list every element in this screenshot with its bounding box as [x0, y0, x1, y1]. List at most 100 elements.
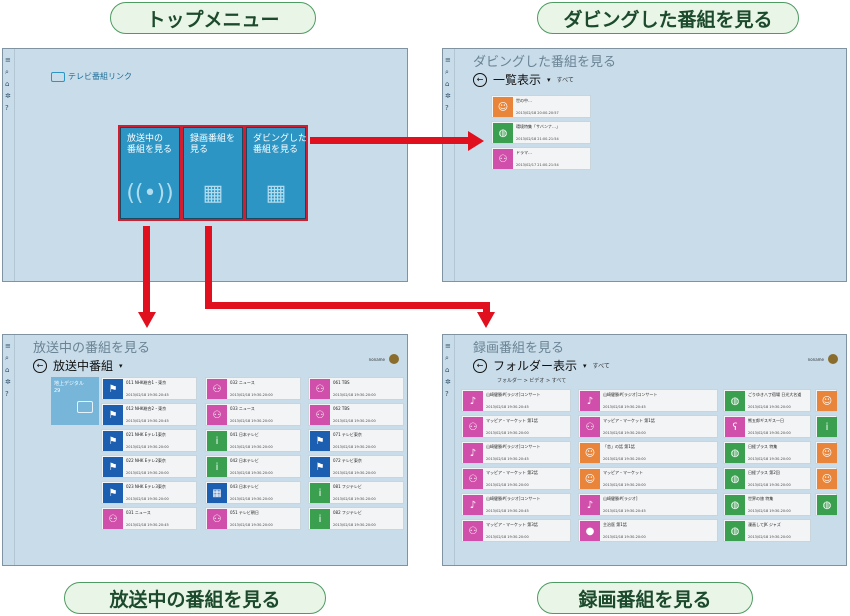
help-icon[interactable]: ? [445, 104, 449, 112]
view-selector[interactable]: ← フォルダー表示 ▾ すべて [473, 357, 610, 374]
folder-breadcrumb[interactable]: フォルダー > ビデオ > すべて [497, 378, 567, 384]
item-title: マッピア・マーケット [603, 470, 643, 475]
channel-tile[interactable]: 地上デジタル 29 [51, 377, 99, 425]
help-icon[interactable]: ? [5, 104, 9, 112]
item-title: ごりゆき八丁宿場 日光大名道 [748, 392, 802, 397]
help-icon[interactable]: ? [445, 390, 449, 398]
filter-all[interactable]: すべて [556, 77, 574, 84]
back-icon[interactable]: ← [473, 358, 487, 373]
chevron-down-icon[interactable]: ▾ [583, 361, 587, 370]
list-item[interactable]: ◍紀行2013/02/18 [815, 493, 837, 516]
list-item[interactable]: ⚇ドラマ…2013/02/17 21:00-21:54 [491, 147, 591, 170]
list-item[interactable]: ◍環境特集「サバンナ…」2013/02/18 21:00-21:54 [491, 121, 591, 144]
globe-icon: ◍ [817, 495, 837, 515]
menu-icon[interactable]: ≡ [445, 56, 451, 64]
menu-icon[interactable]: ≡ [5, 342, 11, 350]
tile-recorded[interactable]: 録画番組を 見る ▦ [183, 127, 243, 219]
menu-icon[interactable]: ≡ [445, 342, 451, 350]
list-item[interactable]: ☺世の中…2013/02/18 20:00-20:57 [491, 95, 591, 118]
item-title: マッピア・マーケット 第1話 [486, 418, 538, 423]
settings-icon[interactable]: ✲ [445, 92, 451, 100]
settings-icon[interactable]: ✲ [445, 378, 451, 386]
smiley-icon: ☺ [580, 469, 600, 489]
search-icon[interactable]: ⌕ [445, 68, 449, 76]
view-selector[interactable]: ← 放送中番組 ▾ [33, 357, 123, 374]
search-icon[interactable]: ⌕ [445, 354, 449, 362]
item-meta: 2013/02/18 19:30-20:00 [748, 457, 791, 461]
avatar[interactable] [828, 354, 838, 364]
mic-icon: ♪ [580, 495, 600, 515]
filter-all[interactable]: すべて [592, 363, 610, 370]
home-icon[interactable]: ⌂ [5, 80, 10, 88]
item-meta: 2013/02/18 19:30-20:00 [486, 535, 529, 539]
globe-icon: ◍ [725, 495, 745, 515]
chevron-down-icon[interactable]: ▾ [119, 361, 123, 370]
help-icon[interactable]: ? [5, 390, 9, 398]
settings-icon[interactable]: ✲ [5, 378, 11, 386]
tile-live[interactable]: 放送中の 番組を見る ((•)) [120, 127, 180, 219]
label-top-menu: トップメニュー [110, 2, 316, 34]
smiley-icon: ☺ [580, 443, 600, 463]
tile-dubbed[interactable]: ダビングした 番組を見る ▦ [246, 127, 307, 219]
search-icon[interactable]: ⌕ [5, 354, 9, 362]
settings-icon[interactable]: ✲ [5, 92, 11, 100]
back-icon[interactable]: ← [33, 358, 47, 373]
search-icon[interactable]: ⌕ [5, 68, 9, 76]
list-item[interactable]: ☺バラエティ2013/02/18 [815, 441, 837, 464]
list-item[interactable]: ♪山崎健勝#[ラジオ]2013/02/18 19:30-20:45 [578, 493, 718, 516]
item-title: 日経プラス 第2回 [748, 470, 780, 475]
home-icon[interactable]: ⌂ [445, 80, 450, 88]
avatar[interactable] [389, 354, 399, 364]
list-item[interactable]: ☺バラエティ2013/02/18 [815, 467, 837, 490]
list-item[interactable]: ☺バラエティ2013/02/18 [815, 389, 837, 412]
item-meta: 2013/02/18 19:30-20:00 [748, 509, 791, 513]
back-icon[interactable]: ← [473, 72, 487, 87]
menu-icon[interactable]: ≡ [5, 56, 11, 64]
item-meta: 2013/02/18 19:30-20:00 [333, 393, 376, 397]
chevron-down-icon[interactable]: ▾ [547, 75, 551, 84]
sidebar: ≡ ⌕ ⌂ ✲? [3, 49, 15, 281]
tile-live-label: 放送中の 番組を見る [127, 134, 173, 155]
home-icon[interactable]: ⌂ [445, 366, 450, 374]
people-icon: ⚇ [493, 149, 513, 169]
home-icon[interactable]: ⌂ [5, 366, 10, 374]
view-selector[interactable]: ← 一覧表示 ▾ すべて [473, 71, 574, 88]
list-item[interactable]: i情報番組2013/02/18 [815, 415, 837, 438]
